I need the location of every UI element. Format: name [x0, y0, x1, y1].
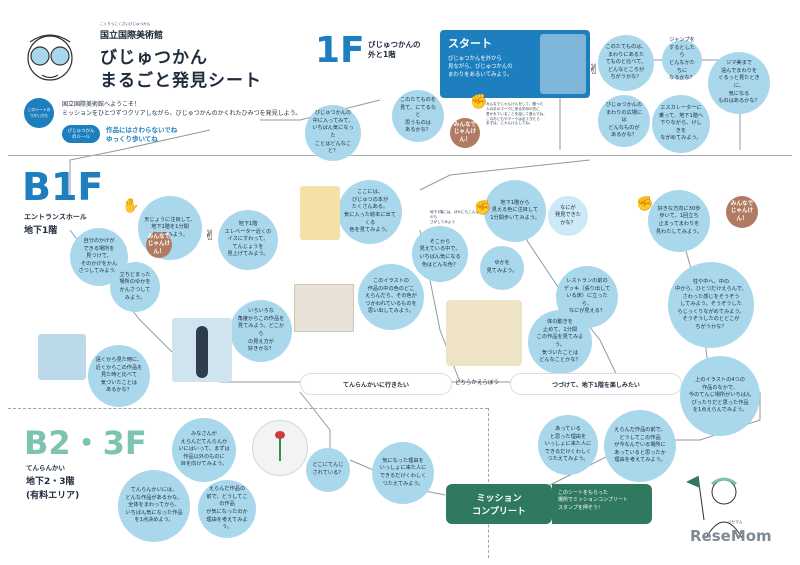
b1-bubble-14: 体の動きを 止めて、1分間 この作品を見てみよう。 気づいたことは どんなことか…: [528, 310, 592, 374]
f1-bubble-2: ジャンプを するとしたら どんなかたちに なるかな？: [662, 37, 702, 81]
flower-head: [275, 431, 285, 439]
rules-text: 作品にはさわらないでね ゆっくり歩いてね: [106, 126, 178, 144]
b23-bubble-7: えらんだ作品の前で、 どうしてこの作品 が今なんでいる場所に あっていると思った…: [604, 410, 676, 482]
b23-bubble-3: えらんだ作品の 前で、どうしてこの作品 が気になったのか 理由を考えてみよう。: [198, 480, 256, 538]
artwork-flower-illustration: [252, 420, 308, 476]
watermark: ReseMom: [690, 527, 772, 545]
divider-b23f-vertical: [488, 408, 489, 558]
divider-b1f-b23f: [8, 408, 488, 409]
b23-bubble-1: みなさんが えらんだてんらんか いにはいって、まずは 作品以外のものに 目を向け…: [172, 418, 236, 482]
b1-bubble-16: 柱や中へ、中の 中から、ひとつだけえらんで、 さわった感じをそうぞう してみよう…: [668, 262, 754, 348]
f1-janken-badge: みんなで じゃんけん！: [450, 118, 480, 148]
b1-janken-badge-2: みんなで じゃんけん！: [726, 196, 758, 228]
f1-bubble-5: エスカレーターに 乗って、地下1階へ 下りながら、けしきを ながめてみよう。: [652, 95, 710, 153]
b23-bubble-6: あっている と思った理由を いっしょに来た人に できるだけくわしく つたえてみよ…: [538, 415, 598, 475]
intro-text: 国立国際美術館へようこそ！ ミッションをひとつずつクリアしながら、びじゅつかんの…: [62, 101, 302, 117]
b1-bubble-11: ゆかを 見てみよう。: [480, 246, 524, 290]
floor-b23f-sub1: てんらんかい: [26, 464, 65, 472]
b1-janken-badge-1: みんなで じゃんけん！: [146, 232, 172, 258]
hand-scissors-icon-b1: ✌: [204, 228, 216, 244]
binoculars-icon: [27, 34, 73, 81]
b23-bubble-5: 気になった理由を いっしょに来た人に できるだけくわしく つたえてみよう。: [372, 442, 434, 504]
museum-building-illustration: [540, 34, 586, 94]
f1-bubble-1: このたてものは、 まわりにあるた てものと比べて、 どんなところが ちがうかな？: [598, 35, 654, 91]
f1-bubble-4: びじゅつかんの まわりの広場には どんなものが あるかな？: [598, 95, 650, 147]
b1-note: 地下1階には、ほかにもこんなものも さがしてみよう: [430, 210, 483, 224]
museum-name: 国立国際美術館: [100, 31, 164, 41]
mission-complete-panel: ミッション コンプリート: [446, 484, 552, 524]
start-text: びじゅつかんを外から 見ながら、びじゅつかんの まわりをあるいてみよう。: [448, 56, 513, 78]
b1-bubble-5: いろいろな 角度からこの作品を 見てみよう。どこから の見え方が 好きかな？: [230, 300, 292, 362]
floor-1f-sub: びじゅつかんの 外と1階: [368, 40, 421, 59]
floor-b23f-sub3: (有料エリア): [26, 491, 80, 501]
hand-paper-icon: ✋: [122, 198, 140, 214]
intro-label-badge: このシートの つかいかた: [24, 98, 54, 128]
start-label: スタート: [448, 37, 492, 50]
start-panel: スタート びじゅつかんを外から 見ながら、びじゅつかんの まわりをあるいてみよう…: [440, 30, 590, 98]
b1-bubble-8: 地下1階から 見える色に注目して 1分間歩いてみよう。: [484, 180, 546, 242]
f1-bubble-6: このたてものを 見て、にてるなと 思うものは あるかな？: [392, 90, 444, 142]
floor-1f-label: 1F: [315, 30, 365, 71]
b1-bubble-4: 立ちどまった 場所のゆかを かんさつして みよう。: [110, 262, 160, 312]
hand-scissors-icon: ✌: [588, 62, 600, 78]
artwork-building-illustration: [300, 186, 340, 240]
b1-bubble-10: そこから 見えている中で、 いちばん気になる 色はどんな色？: [412, 226, 468, 282]
sculpture-shape: [196, 326, 208, 378]
title-line1: びじゅつかん: [100, 48, 208, 68]
rules-label-badge: びじゅつかん のルール: [62, 125, 100, 143]
artwork-abstract-painting: [294, 284, 354, 332]
floor-b1f-label: B1F: [22, 165, 104, 209]
artwork-sculpture-illustration: [172, 318, 232, 382]
mission-label-1: ミッション: [476, 494, 522, 504]
hand-rock-icon-b1-right: ✊: [636, 196, 654, 212]
b1-bubble-7: ここには、 びじゅつの本が たくさんある。 気に入った絵本に出てくる 色を見てみ…: [338, 180, 402, 244]
title-line2: まるごと発見シート: [100, 71, 262, 91]
character-with-flag-illustration: [684, 470, 754, 540]
branch-choose-text: どちらかえらぼう: [455, 380, 500, 386]
museum-ruby: こくりつこくさいびじゅつかん: [100, 22, 151, 26]
floor-b1f-sub2: 地下1階: [24, 226, 58, 236]
watermark-ruby: リセマム: [728, 520, 743, 524]
b23-bubble-4: どこにてんじ されている？: [306, 448, 350, 492]
flag-character-icon: [686, 475, 743, 539]
f1-janken-note: みんなでじゃんけんをして、勝った 人の手のマークに来る矢印の先に 書かれているこ…: [486, 102, 547, 126]
b1-bubble-15: 好きな方向に30歩 歩いて、1回立ち 止まってまわりを 見わたしてみよう。: [648, 190, 710, 252]
b1-bubble-9: なにが 発見できた かな？: [548, 196, 588, 236]
b1-bubble-6: 遠くから見た時に、 近くからこの作品を 見た時と比べて 気づいたことは あるかな…: [88, 345, 150, 407]
mission-label-2: コンプリート: [472, 507, 526, 517]
divider-1f-b1f: [8, 155, 792, 156]
b23-bubble-8: 上のイラストの4つの 作品のなかで、 今のてんじ場所がいちばん ぴったりだと思っ…: [680, 356, 760, 436]
branch-continue-pill: つづけて、地下1階を楽しみたい: [510, 373, 682, 395]
binoculars-character-illustration: [20, 30, 80, 90]
f1-bubble-3: ジマ美まで 遠んでまわりを ぐるっと見たときに、 気になる ものはあるかな？: [708, 52, 770, 114]
floor-b23f-label: B2・3F: [24, 424, 147, 462]
hand-rock-icon: ✊: [470, 94, 488, 110]
flower-stem: [279, 435, 281, 461]
f1-bubble-7: びじゅつかんの 中に入ってみて、 いちばん気になった ことはどんなこと？: [305, 105, 361, 161]
b1-bubble-3: 地下1階 エレベーター近くの イスにすわって、 てんじょうを 見上げてみよう。: [218, 210, 278, 270]
hand-rock-icon-b1: ✊: [474, 200, 492, 216]
b23-bubble-2: てんらんかいには、 どんな作品があるかな。 全体をまわってから、 いちばん気にな…: [118, 470, 190, 542]
branch-exhibition-pill: てんらんかいに行きたい: [300, 373, 452, 395]
floor-b23f-sub2: 地下2・3階: [26, 477, 75, 487]
artwork-deck-illustration: [446, 300, 522, 366]
b1-bubble-12: このイラストの 作品の中の色のどこ えらんだら、その色が つかわれているものを …: [358, 264, 424, 330]
floor-b1f-sub1: エントランスホール: [24, 213, 87, 221]
mission-complete-text: このシートをもらった 場所でミッションコンプリート スタンプを押そう！: [552, 484, 652, 524]
b1-bubble-2: 自分のかげが できる場所を 見つけて、 そのかげをかん さつしてみよう。: [70, 228, 128, 286]
artwork-visitor-illustration: [38, 334, 86, 380]
